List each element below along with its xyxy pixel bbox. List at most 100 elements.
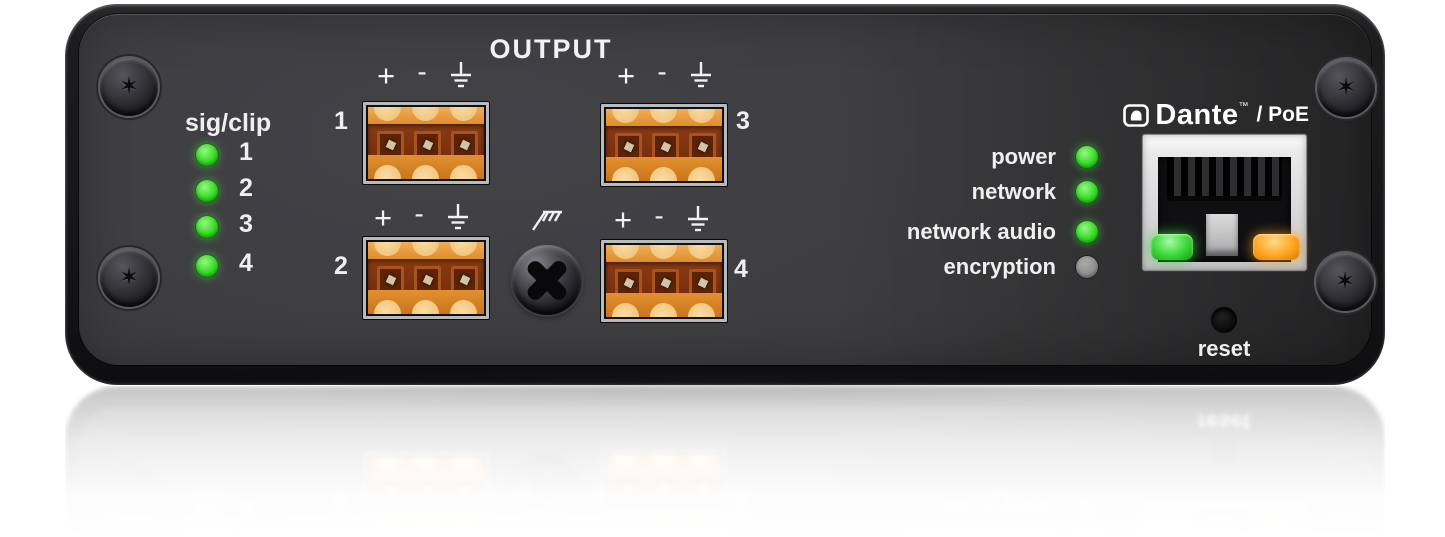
torx-icon: ✶	[1334, 476, 1356, 503]
sig-clip-led-3	[196, 216, 218, 238]
torx-icon: ✶	[118, 264, 140, 291]
terminal-hole	[451, 266, 478, 293]
terminal-arch	[412, 107, 439, 121]
ethernet-orange-led	[1253, 234, 1300, 260]
terminal-arch	[412, 515, 439, 529]
terminal-top-edge	[606, 509, 722, 526]
reset-hole	[1211, 438, 1237, 464]
ethernet-latch-tab	[1205, 515, 1238, 537]
ethernet-cavity	[1158, 157, 1291, 262]
terminal-pin	[660, 277, 671, 288]
sig-clip-channel-number: 3	[234, 532, 258, 537]
dante-poe-logo: Dante ™ / PoE	[1079, 98, 1309, 132]
reset-label: reset	[1197, 410, 1251, 435]
sig-clip-channel-number: 4	[239, 494, 253, 522]
terminal-block-4	[601, 449, 727, 531]
encryption-led	[1076, 256, 1098, 278]
terminal-pin	[459, 139, 470, 150]
earth-ground-icon	[451, 62, 471, 88]
terminal-arch	[450, 300, 477, 314]
terminal-arch	[412, 300, 439, 314]
dante-logo-icon	[1123, 104, 1150, 127]
terminal-arch	[450, 107, 477, 121]
terminal-pin	[422, 486, 433, 497]
terminal-pin	[697, 141, 708, 152]
terminal-block-body	[606, 454, 722, 526]
terminal-arch	[688, 454, 715, 468]
terminal-pin	[697, 277, 708, 288]
terminal-arch	[374, 300, 401, 314]
terminal-arch	[688, 167, 715, 181]
terminal-hole	[615, 269, 642, 296]
terminal-arch	[450, 457, 477, 471]
terminal-arch	[688, 512, 715, 526]
earth-ground-icon	[448, 204, 468, 230]
terminal-bottom-edge	[606, 157, 722, 181]
terminal-arch	[688, 245, 715, 259]
terminal-arch	[650, 109, 677, 123]
terminal-hole	[377, 131, 404, 158]
device-panel: ✶ ✶ ✶ ✶ OUTPUT sig/clip 1 2 3 4 + - +	[65, 4, 1385, 385]
earth-ground-icon	[688, 206, 708, 232]
terminal-arch	[612, 303, 639, 317]
terminal-hole	[689, 475, 716, 502]
terminal-bottom-edge	[606, 293, 722, 317]
torx-icon: ✶	[1334, 268, 1356, 295]
terminal-arch	[688, 303, 715, 317]
terminal-block-1	[363, 102, 489, 184]
plus-marker: +	[374, 199, 393, 235]
sig-clip-label: sig/clip	[185, 109, 272, 137]
terminal-arch	[650, 245, 677, 259]
block-number-3: 3	[736, 107, 750, 135]
sig-clip-led-4	[196, 494, 218, 516]
terminal-pin	[385, 139, 396, 150]
terminal-arch	[374, 242, 401, 256]
sig-clip-led-3	[196, 533, 218, 537]
terminal-top-edge	[368, 107, 484, 124]
plus-marker: +	[377, 57, 396, 93]
sig-clip-led-2	[196, 180, 218, 202]
torx-screw-top-left: ✶	[100, 58, 158, 116]
contact-shadow	[90, 377, 1360, 411]
network-audio-led	[1076, 221, 1098, 243]
encryption-label: encryption	[943, 492, 1056, 517]
terminal-bottom-edge	[368, 290, 484, 314]
ethernet-pins	[1167, 157, 1282, 201]
terminal-hole	[414, 131, 441, 158]
power-label: power	[991, 144, 1056, 169]
sig-clip-led-1	[196, 144, 218, 166]
sig-clip-channel-number: 2	[239, 174, 253, 202]
terminal-pin	[422, 274, 433, 285]
plus-marker: +	[617, 57, 636, 93]
terminal-cavity	[606, 468, 722, 509]
terminal-hole	[652, 269, 679, 296]
encryption-label: encryption	[943, 254, 1056, 279]
torx-screw-bottom-right: ✶	[1316, 460, 1374, 518]
terminal-arch	[374, 457, 401, 471]
reset-hole	[1211, 307, 1237, 333]
sig-clip-channel-number: 4	[239, 249, 253, 277]
terminal-bottom-edge	[606, 454, 722, 478]
terminal-bottom-edge	[368, 155, 484, 179]
terminal-pin	[623, 141, 634, 152]
minus-marker: -	[657, 56, 667, 87]
trademark-symbol: ™	[1238, 101, 1249, 112]
polarity-markers-block-3: + -	[617, 58, 713, 92]
poe-label: / PoE	[1256, 103, 1309, 126]
network-label: network	[971, 179, 1056, 204]
terminal-arch	[612, 245, 639, 259]
terminal-hole	[689, 269, 716, 296]
torx-screw-bottom-left: ✶	[100, 464, 158, 522]
encryption-led	[1076, 493, 1098, 515]
terminal-arch	[374, 165, 401, 179]
network-led	[1076, 181, 1098, 203]
terminal-top-edge	[606, 245, 722, 262]
ethernet-latch-tab	[1205, 214, 1238, 256]
terminal-block-body	[606, 245, 722, 317]
polarity-markers-block-1: + -	[377, 58, 473, 92]
terminal-arch	[650, 303, 677, 317]
phillips-cross	[524, 468, 570, 514]
block-number-4: 4	[734, 488, 748, 516]
terminal-block-body	[368, 457, 484, 529]
